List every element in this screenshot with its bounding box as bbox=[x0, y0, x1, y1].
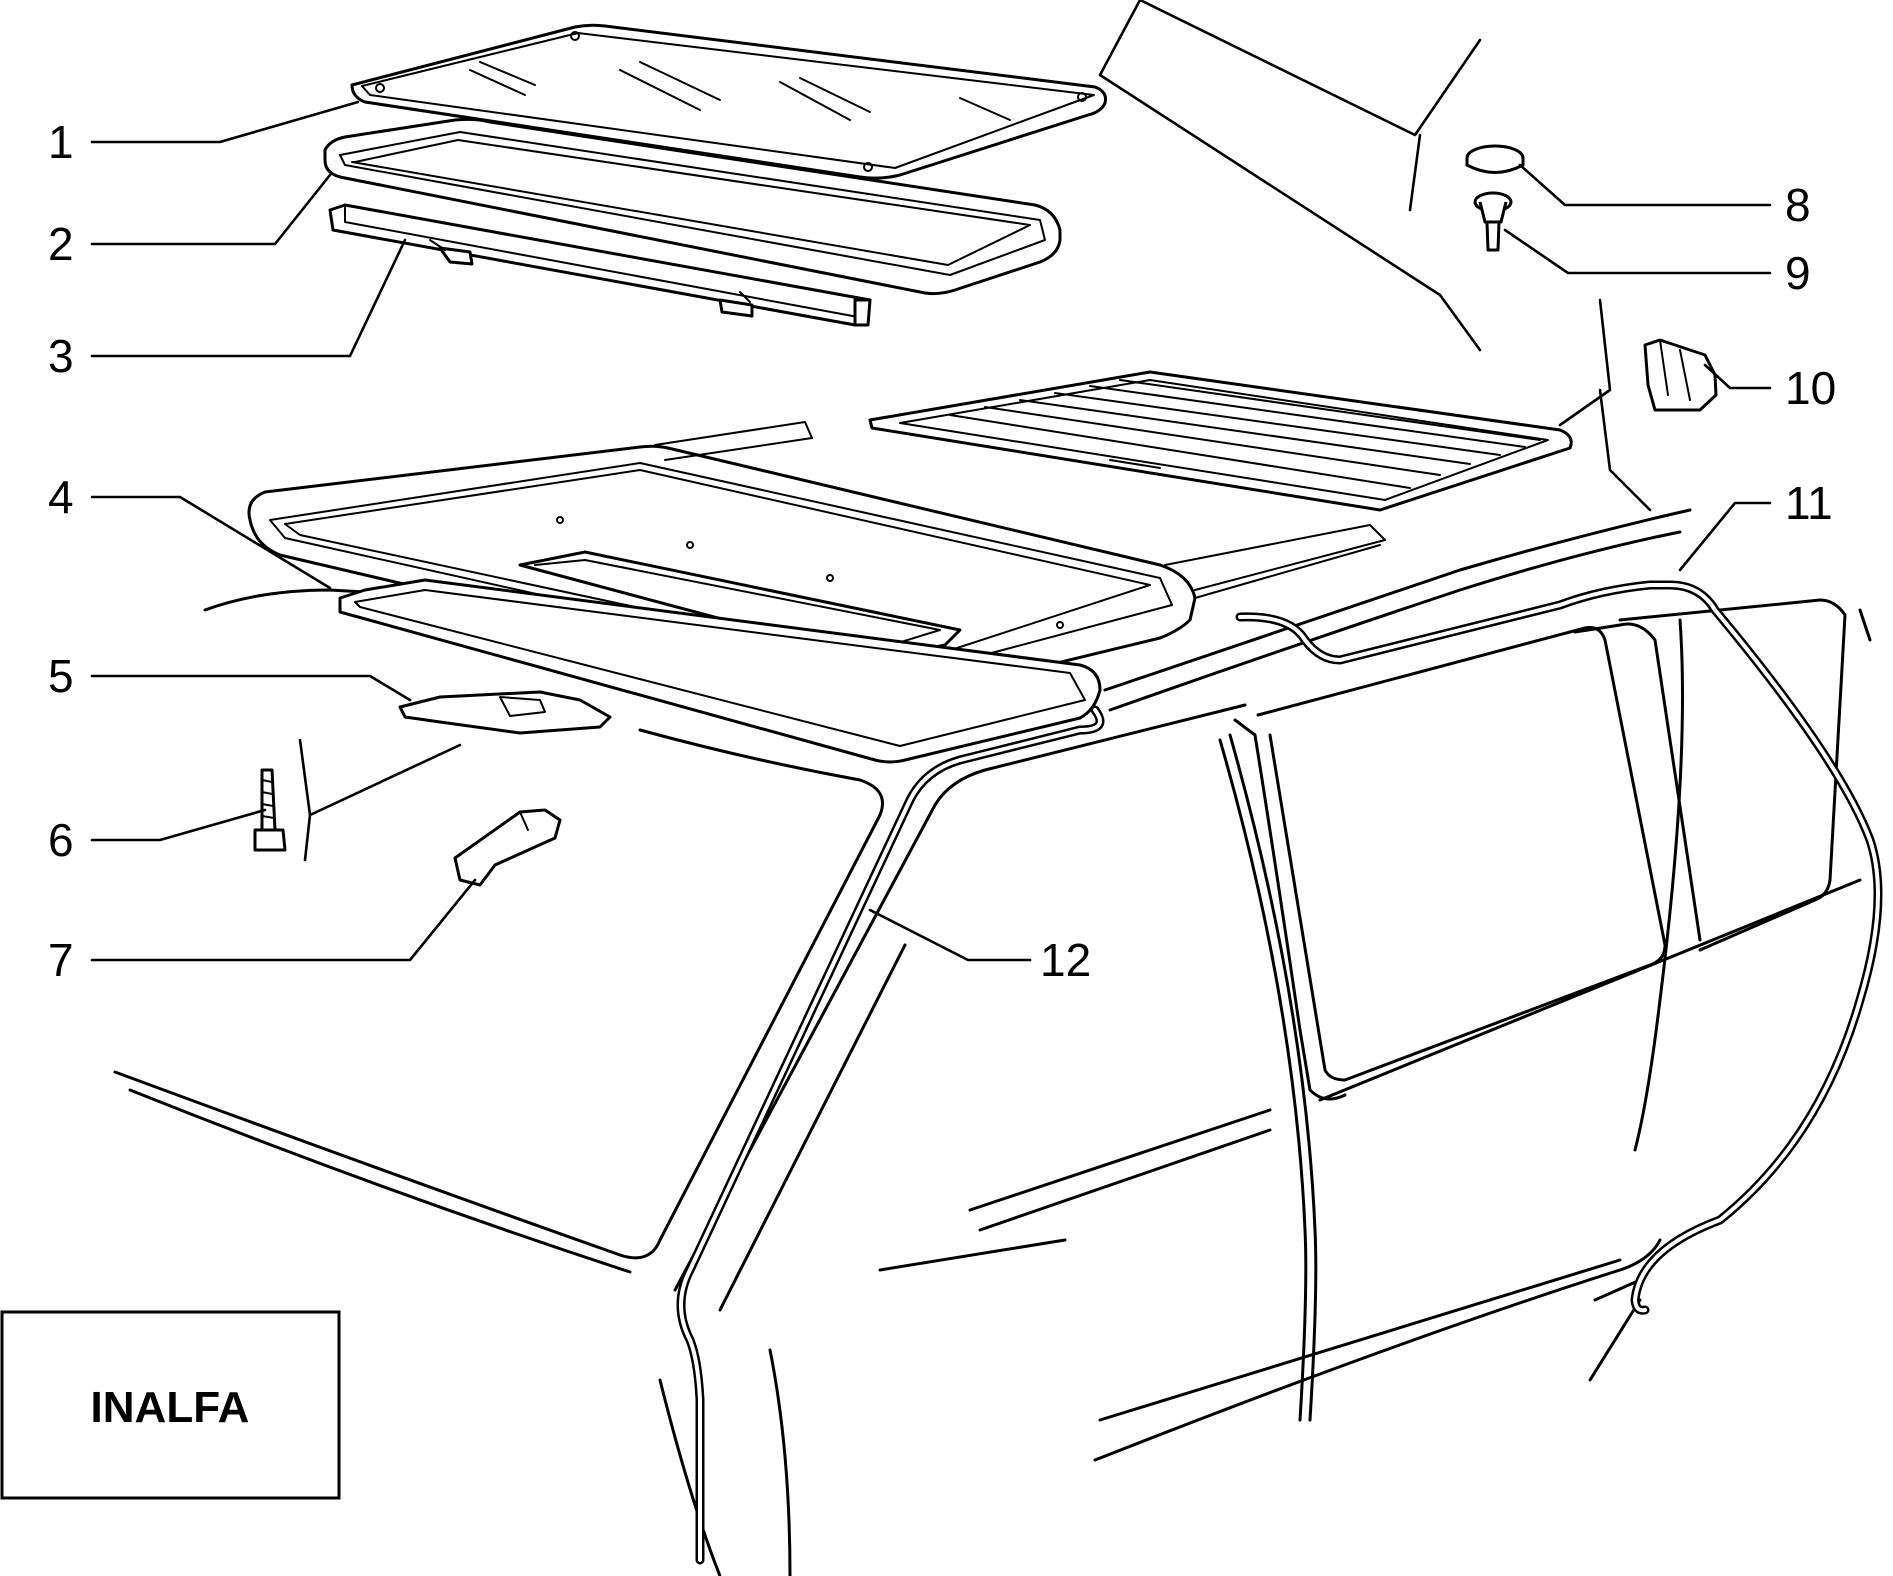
leader-lines bbox=[90, 0, 1772, 962]
clip-part-10 bbox=[1643, 338, 1718, 412]
frame-seal-part-2 bbox=[323, 117, 1062, 296]
callout-9: 9 bbox=[1785, 247, 1811, 299]
bolt-part-6 bbox=[253, 768, 287, 852]
glass-panel-part-1 bbox=[350, 23, 1107, 180]
callout-labels: 1 2 3 4 5 6 7 8 9 10 11 12 bbox=[48, 116, 1836, 986]
callout-8: 8 bbox=[1785, 179, 1811, 231]
door-weatherstrip-seal-11 bbox=[1235, 580, 1883, 1315]
callout-3: 3 bbox=[48, 330, 74, 382]
callout-12: 12 bbox=[1040, 934, 1091, 986]
callout-10: 10 bbox=[1785, 362, 1836, 414]
callout-7: 7 bbox=[48, 934, 74, 986]
callout-1: 1 bbox=[48, 116, 74, 168]
sunshade-part-10-area bbox=[868, 370, 1573, 512]
lower-frame-part-5 bbox=[338, 578, 1102, 764]
callout-6: 6 bbox=[48, 814, 74, 866]
callout-11: 11 bbox=[1785, 477, 1833, 529]
windshield-weatherstrip-seal-12 bbox=[676, 705, 1105, 1565]
rail-part-3 bbox=[328, 203, 872, 327]
callout-2: 2 bbox=[48, 218, 74, 270]
cap-part-8 bbox=[1465, 144, 1525, 174]
bracket-part-7 bbox=[453, 808, 562, 887]
car-body bbox=[113, 508, 1872, 1576]
callout-5: 5 bbox=[48, 650, 74, 702]
screw-part-9 bbox=[1473, 191, 1513, 252]
brand-box: INALFA bbox=[0, 1310, 341, 1500]
callout-4: 4 bbox=[48, 471, 74, 523]
brand-label: INALFA bbox=[91, 1383, 250, 1432]
